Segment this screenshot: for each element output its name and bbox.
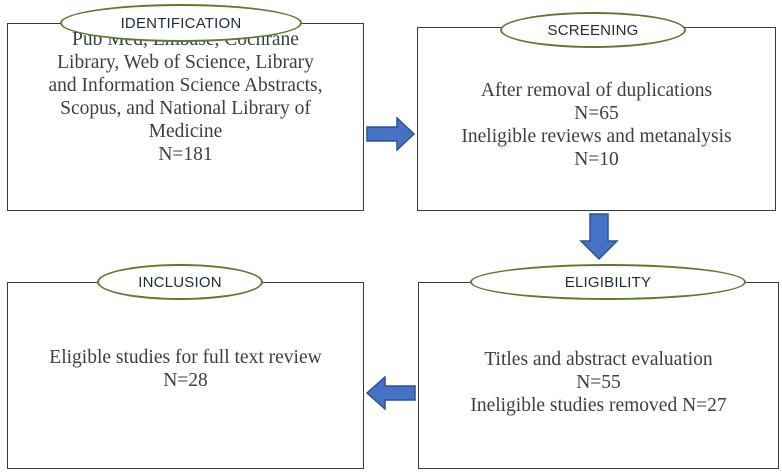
arrow-down-icon — [579, 213, 619, 261]
screening-line-1: After removal of duplications — [480, 80, 713, 101]
inclusion-line-1: Eligible studies for full text review — [49, 346, 322, 368]
eligibility-line-1: Titles and abstract evaluation — [484, 349, 713, 370]
screening-line-4: N=10 — [574, 149, 619, 170]
eligibility-box: Titles and abstract evaluation N=55 Inel… — [418, 282, 779, 469]
screening-box: After removal of duplications N=65 Ineli… — [417, 27, 776, 211]
eligibility-line-3: Ineligible studies removed N=27 — [470, 395, 727, 416]
arrow-left-icon — [365, 375, 416, 411]
identification-line-5: Medicine — [148, 121, 223, 142]
screening-line-3: Ineligible reviews and metanalysis — [461, 126, 732, 147]
screening-label: SCREENING — [500, 12, 686, 48]
inclusion-label: INCLUSION — [97, 264, 263, 300]
identification-line-3: and Information Science Abstracts, — [48, 75, 323, 96]
eligibility-label: ELIGIBILITY — [470, 264, 746, 300]
eligibility-line-2: N=55 — [576, 372, 621, 393]
arrow-right-icon — [366, 116, 416, 152]
screening-line-2: N=65 — [574, 103, 619, 124]
identification-line-6: N=181 — [158, 144, 213, 165]
identification-line-4: Scopus, and National Library of — [60, 98, 311, 119]
identification-box: Pub Med, Embase, Cochrane Library, Web o… — [7, 23, 364, 211]
identification-line-2: Library, Web of Science, Library — [57, 52, 314, 73]
inclusion-box: Eligible studies for full text review N=… — [7, 282, 364, 469]
inclusion-line-2: N=28 — [163, 369, 208, 391]
identification-label: IDENTIFICATION — [60, 4, 302, 42]
